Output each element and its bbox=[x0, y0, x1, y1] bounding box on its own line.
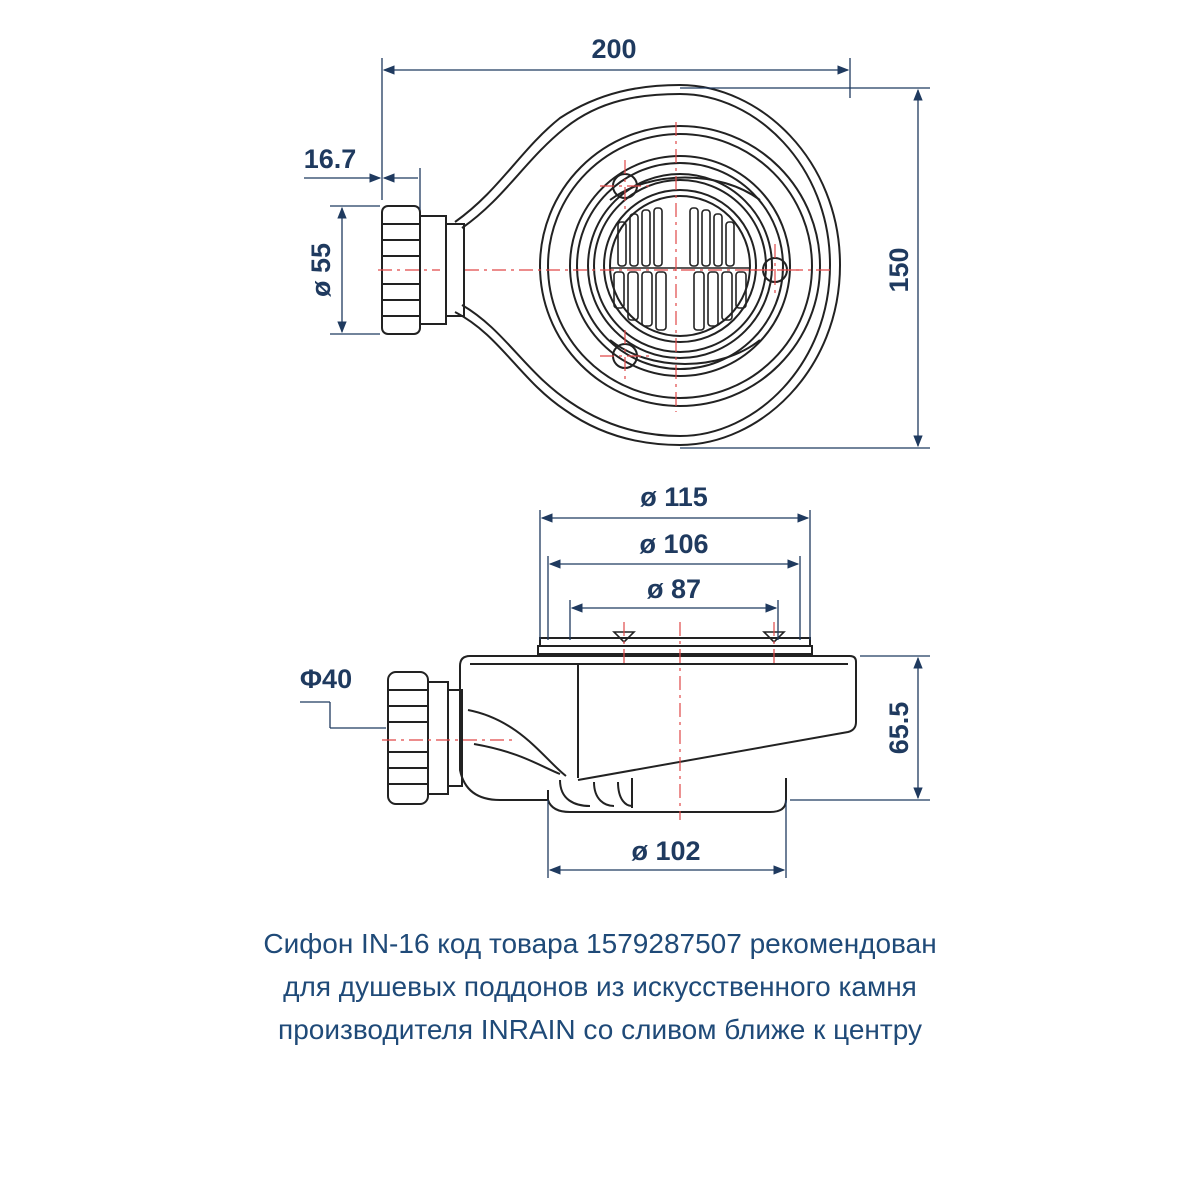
dim-outlet-length-label: 16.7 bbox=[304, 144, 357, 174]
dim-width-label: 200 bbox=[591, 34, 636, 64]
dim-outlet-phi40-label: Φ40 bbox=[300, 664, 352, 694]
dim-d87-label: ø 87 bbox=[647, 574, 701, 604]
side-outlet-pipe bbox=[387, 671, 463, 805]
side-centerlines bbox=[382, 622, 775, 820]
caption-line-3: производителя INRAIN со сливом ближе к ц… bbox=[278, 1014, 922, 1045]
top-view: 200 150 16.7 ø 55 bbox=[304, 34, 930, 449]
product-caption: Сифон IN-16 код товара 1579287507 рекоме… bbox=[0, 922, 1200, 1051]
caption-line-1: Сифон IN-16 код товара 1579287507 рекоме… bbox=[263, 928, 937, 959]
dim-d106-label: ø 106 bbox=[639, 529, 708, 559]
side-dimensions bbox=[300, 510, 930, 878]
dim-height-label: 150 bbox=[884, 247, 914, 292]
side-view: ø 115 ø 106 ø 87 ø 102 65.5 Φ40 bbox=[300, 482, 930, 878]
caption-line-2: для душевых поддонов из искусственного к… bbox=[283, 971, 917, 1002]
dim-side-height-label: 65.5 bbox=[884, 702, 914, 755]
top-body-outline bbox=[454, 83, 842, 447]
dim-d102-label: ø 102 bbox=[631, 836, 700, 866]
top-outlet-pipe bbox=[381, 205, 465, 335]
side-body-outline bbox=[459, 637, 857, 813]
top-centerlines bbox=[378, 122, 830, 412]
dim-d115-label: ø 115 bbox=[640, 482, 708, 512]
drain-grate bbox=[610, 207, 750, 331]
dim-outlet-diameter-label: ø 55 bbox=[306, 243, 336, 297]
top-dimensions bbox=[304, 58, 930, 449]
